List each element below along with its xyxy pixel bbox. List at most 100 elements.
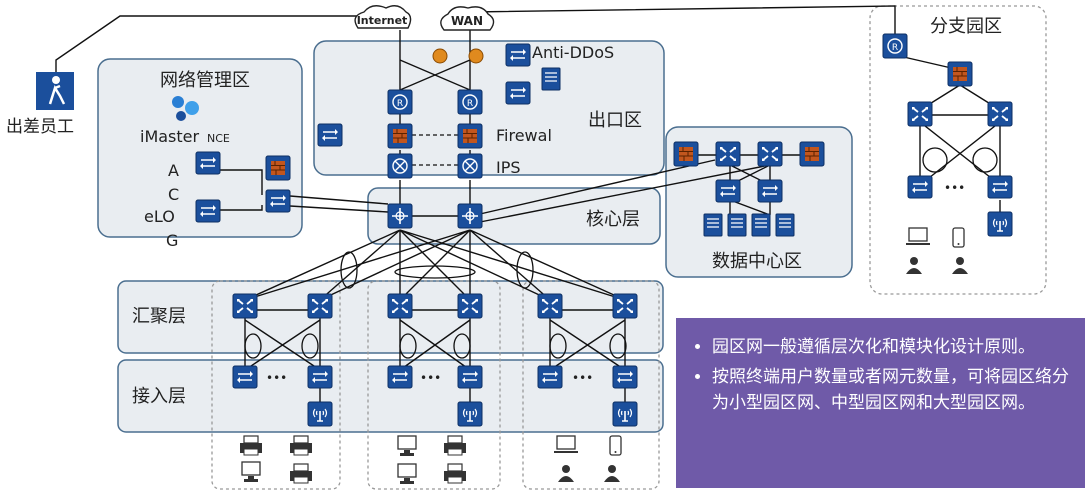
- pod2-desktop2-icon: [397, 463, 417, 485]
- pod2-printer2-icon: [443, 463, 467, 484]
- branch-switch-1-icon: [907, 101, 933, 127]
- branch-links: [894, 54, 1001, 220]
- dc-storage-icon: [775, 213, 795, 237]
- pod3-phone-icon: [609, 435, 622, 456]
- core-zone-label: 核心层: [586, 209, 640, 230]
- pod3-user-icon: [558, 465, 574, 482]
- access-ellipsis-1: •••: [266, 371, 287, 385]
- datacenter-zone-label: 数据中心区: [712, 251, 802, 272]
- ips-1-icon: [387, 153, 413, 179]
- access-ap-3-icon: [612, 401, 638, 427]
- anti-ddos-label: Anti-DDoS: [532, 43, 614, 62]
- dc-firewall-2-icon: [799, 141, 825, 167]
- dc-access-switch-1-icon: [715, 179, 741, 203]
- dc-access-switch-2-icon: [757, 179, 783, 203]
- mgmt-zone-label: 网络管理区: [160, 70, 250, 91]
- pod2-desktop-icon: [397, 435, 417, 457]
- pod1-endpoints: [239, 435, 313, 484]
- pod-dashed-box-2: [367, 280, 501, 490]
- pod1-printer-icon: [239, 435, 263, 456]
- imaster-logo-icon: [172, 96, 199, 121]
- firewall-label: Firewal: [496, 126, 552, 145]
- anti-ddos-device-2-icon: [505, 81, 531, 105]
- pod-dashed-box-1: [211, 280, 341, 490]
- agg-switch-1a-icon: [232, 293, 258, 319]
- access-switch-3a-icon: [537, 365, 563, 389]
- dc-server-3-icon: [751, 213, 771, 237]
- log-server-icon: [195, 199, 221, 223]
- branch-access-switch-1-icon: [907, 175, 933, 199]
- branch-ellipsis: •••: [944, 181, 965, 195]
- branch-phone-icon: [952, 227, 965, 248]
- dc-server-2-icon: [727, 213, 747, 237]
- egress-firewall-1-icon: [387, 123, 413, 149]
- note-bullet-2: 按照终端用户数量或者网元数量，可将园区络分为小型园区网、中型园区网和大型园区网。: [712, 364, 1073, 416]
- pod1-printer2-icon: [289, 463, 313, 484]
- agg-switch-2b-icon: [457, 293, 483, 319]
- internet-label: Internet: [357, 14, 408, 27]
- branch-firewall-icon: [947, 61, 973, 87]
- access-zone-label: 接入层: [132, 386, 186, 407]
- cloud-firewall-icons: [432, 48, 484, 64]
- agg-switch-1b-icon: [307, 293, 333, 319]
- summary-note: 园区网一般遵循层次化和模块化设计原则。 按照终端用户数量或者网元数量，可将园区络…: [676, 318, 1085, 488]
- pod1-fax-icon: [289, 435, 313, 456]
- mgmt-switch-icon: [265, 189, 291, 213]
- pod3-laptop-icon: [553, 435, 579, 453]
- egress-firewall-2-icon: [457, 123, 483, 149]
- branch-switch-2-icon: [987, 101, 1013, 127]
- access-switch-2a-icon: [387, 365, 413, 389]
- dc-switch-2-icon: [757, 141, 783, 167]
- note-bullet-1: 园区网一般遵循层次化和模块化设计原则。: [712, 334, 1073, 360]
- pod-dashed-box-3: [522, 280, 660, 490]
- controller-server-icon: [195, 151, 221, 175]
- pod3-endpoints: [553, 435, 622, 482]
- dc-links: [686, 154, 815, 216]
- agg-switch-2a-icon: [387, 293, 413, 319]
- anti-ddos-server-icon: [541, 67, 561, 91]
- agg-switch-3b-icon: [612, 293, 638, 319]
- access-ellipsis-2: •••: [420, 371, 441, 385]
- egress-router-1-icon: [387, 89, 413, 115]
- branch-ap-icon: [987, 211, 1013, 237]
- traveler-icon: [36, 72, 74, 110]
- pod1-desktop-icon: [241, 461, 261, 483]
- access-ap-1-icon: [307, 401, 333, 427]
- wan-cloud-icon: WAN: [440, 6, 495, 31]
- dc-firewall-1-icon: [673, 141, 699, 167]
- nce-label: NCE: [207, 132, 230, 145]
- core-switch-2-icon: [457, 203, 483, 229]
- pod2-printer-icon: [443, 435, 467, 456]
- pod3-group-icon: [604, 465, 620, 482]
- agile-g-label: G: [166, 231, 178, 250]
- agile-c-label: C: [168, 185, 179, 204]
- egress-router-2-icon: [457, 89, 483, 115]
- access-switch-1a-icon: [232, 365, 258, 389]
- branch-router-icon: [882, 33, 908, 59]
- security-monitor-icon: [317, 123, 343, 147]
- mgmt-firewall-icon: [265, 155, 291, 181]
- imaster-label: iMaster: [140, 127, 200, 146]
- wan-label: WAN: [451, 14, 483, 28]
- pod2-endpoints: [397, 435, 467, 485]
- fw-ha-link: [412, 134, 458, 166]
- dc-switch-1-icon: [715, 141, 741, 167]
- ips-label: IPS: [496, 158, 521, 177]
- access-ap-2-icon: [457, 401, 483, 427]
- traveler-label: 出差员工: [6, 117, 74, 137]
- branch-zone-label: 分支园区: [930, 16, 1002, 37]
- agile-elo-label: eLO: [144, 207, 175, 226]
- lag-ellipses: [244, 147, 998, 359]
- access-switch-1b-icon: [307, 365, 333, 389]
- mgmt-zone: [97, 58, 303, 238]
- branch-user-icon: [906, 257, 922, 274]
- internet-cloud-icon: Internet: [354, 5, 412, 29]
- agile-a-label: A: [168, 161, 179, 180]
- branch-access-switch-2-icon: [987, 175, 1013, 199]
- branch-laptop-icon: [905, 227, 931, 245]
- branch-zone: [869, 5, 1047, 295]
- aggregation-zone-label: 汇聚层: [132, 306, 186, 327]
- ips-2-icon: [457, 153, 483, 179]
- core-switch-1-icon: [387, 203, 413, 229]
